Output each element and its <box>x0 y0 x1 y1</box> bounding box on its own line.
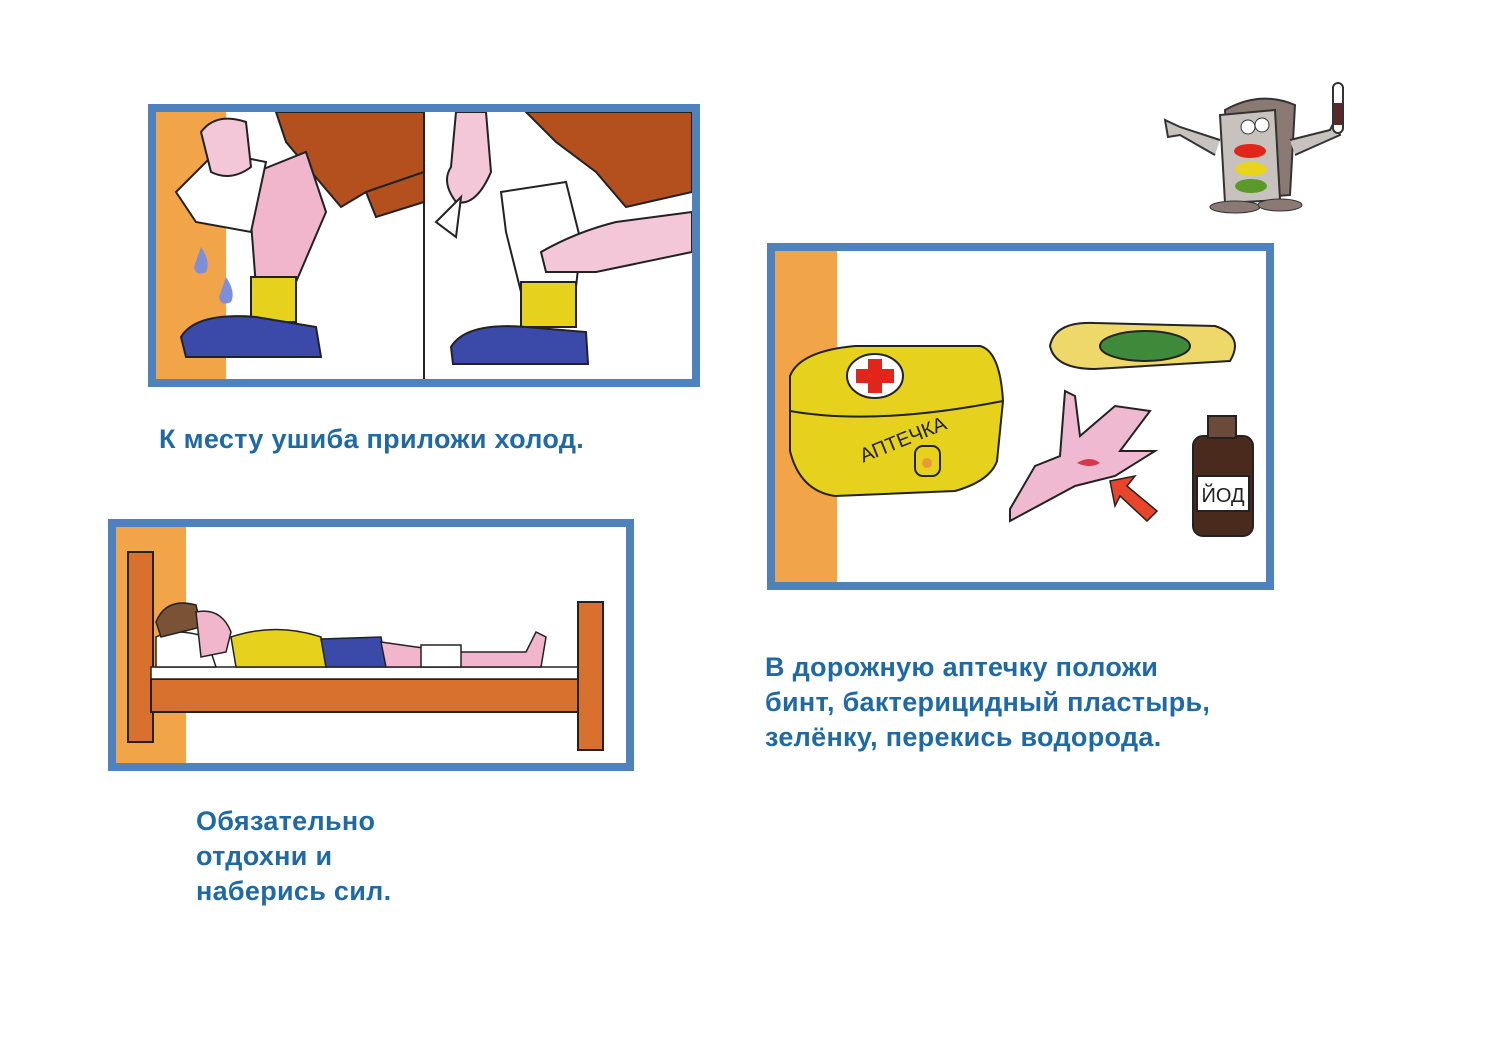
illustration-cold-compress <box>148 104 700 387</box>
caption-first-aid-kit: В дорожную аптечку положи бинт, бактериц… <box>765 652 1211 752</box>
first-aid-kit-illustration: АПТЕЧКА ЙОД <box>775 251 1254 582</box>
iodine-label: ЙОД <box>1201 483 1244 507</box>
bed-rest-illustration <box>116 527 604 763</box>
caption-cold-compress: К месту ушиба приложи холод. <box>159 424 585 454</box>
caption-rest-in-bed: Обязательно отдохни и наберись сил. <box>196 806 392 906</box>
knee-injury-illustration <box>156 112 692 379</box>
illustration-rest-in-bed <box>108 519 634 771</box>
traffic-light-mascot-icon <box>1163 82 1344 214</box>
illustration-first-aid-kit: АПТЕЧКА ЙОД <box>767 243 1274 590</box>
